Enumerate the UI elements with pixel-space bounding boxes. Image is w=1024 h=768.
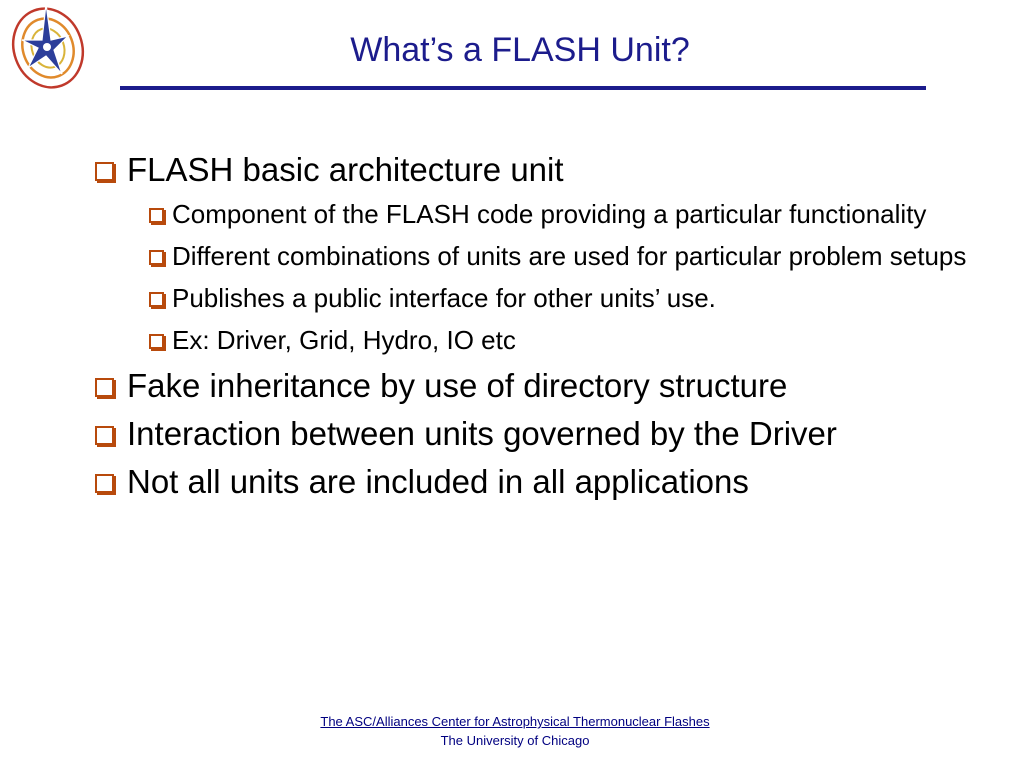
hollow-square-bullet-icon <box>149 334 164 349</box>
hollow-square-bullet-icon <box>149 250 164 265</box>
bullet-text: Interaction between units governed by th… <box>127 415 837 452</box>
bullet-text: Not all units are included in all applic… <box>127 463 749 500</box>
sub-bullet-item: Ex: Driver, Grid, Hydro, IO etc <box>137 324 992 356</box>
bullet-text: Fake inheritance by use of directory str… <box>127 367 788 404</box>
bullet-text: FLASH basic architecture unit <box>127 151 564 188</box>
hollow-square-bullet-icon <box>95 162 114 181</box>
flash-center-star-logo-icon <box>11 3 85 89</box>
sub-bullet-text: Different combinations of units are used… <box>172 241 967 271</box>
bullet-item: FLASH basic architecture unit <box>92 150 992 190</box>
sub-bullet-item: Different combinations of units are used… <box>137 240 992 272</box>
bullet-list: FLASH basic architecture unit Component … <box>92 150 992 510</box>
bullet-item: Not all units are included in all applic… <box>92 462 992 502</box>
hollow-square-bullet-icon <box>95 474 114 493</box>
hollow-square-bullet-icon <box>149 208 164 223</box>
footer-center-link[interactable]: The ASC/Alliances Center for Astrophysic… <box>320 714 710 729</box>
bullet-item: Interaction between units governed by th… <box>92 414 992 454</box>
sub-bullet-text: Publishes a public interface for other u… <box>172 283 716 313</box>
hollow-square-bullet-icon <box>95 378 114 397</box>
sub-bullet-item: Publishes a public interface for other u… <box>137 282 992 314</box>
bullet-item: Fake inheritance by use of directory str… <box>92 366 992 406</box>
sub-bullet-text: Ex: Driver, Grid, Hydro, IO etc <box>172 325 516 355</box>
hollow-square-bullet-icon <box>149 292 164 307</box>
sub-bullet-text: Component of the FLASH code providing a … <box>172 199 927 229</box>
sub-bullet-item: Component of the FLASH code providing a … <box>137 198 992 230</box>
hollow-square-bullet-icon <box>95 426 114 445</box>
title-underline <box>120 86 926 90</box>
footer-institution: The University of Chicago <box>440 733 590 748</box>
slide-title: What’s a FLASH Unit? <box>350 31 690 69</box>
